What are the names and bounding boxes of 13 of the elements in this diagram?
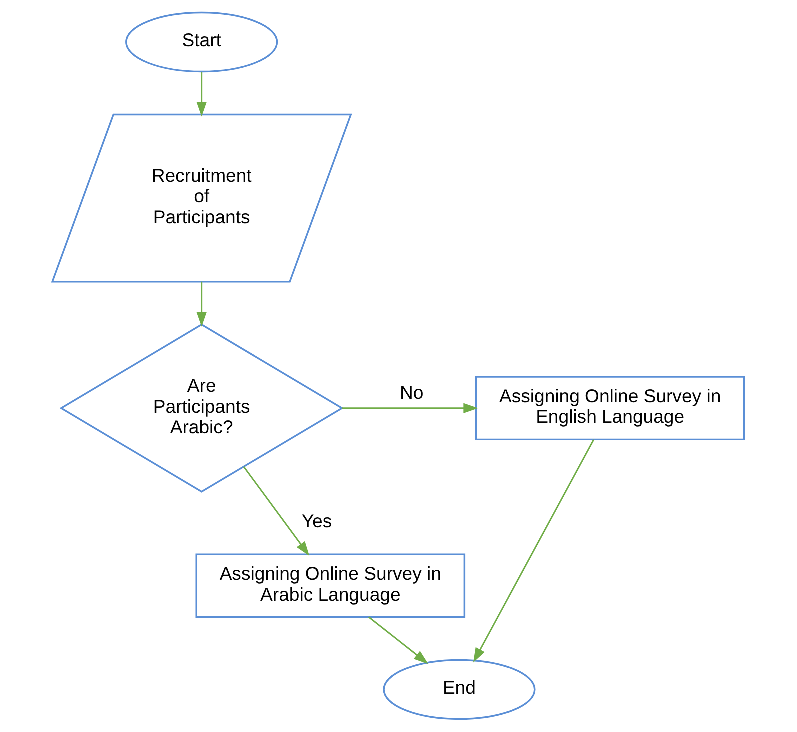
node-box: Assigning Online Survey in Arabic Language: [196, 554, 466, 618]
edge-label: No: [400, 382, 424, 403]
node-box: Assigning Online Survey in English Language: [475, 376, 746, 441]
arrow: [368, 616, 429, 664]
node-ellipse: Start: [126, 12, 278, 73]
arrow: [243, 466, 310, 556]
arrow: [196, 72, 207, 117]
node-diamond: Are Participants Arabic?: [60, 324, 344, 493]
edge-label: Yes: [302, 510, 332, 532]
arrow: [473, 440, 595, 663]
arrow: [342, 403, 478, 414]
node-ellipse: End: [383, 659, 536, 720]
arrow: [196, 282, 207, 327]
